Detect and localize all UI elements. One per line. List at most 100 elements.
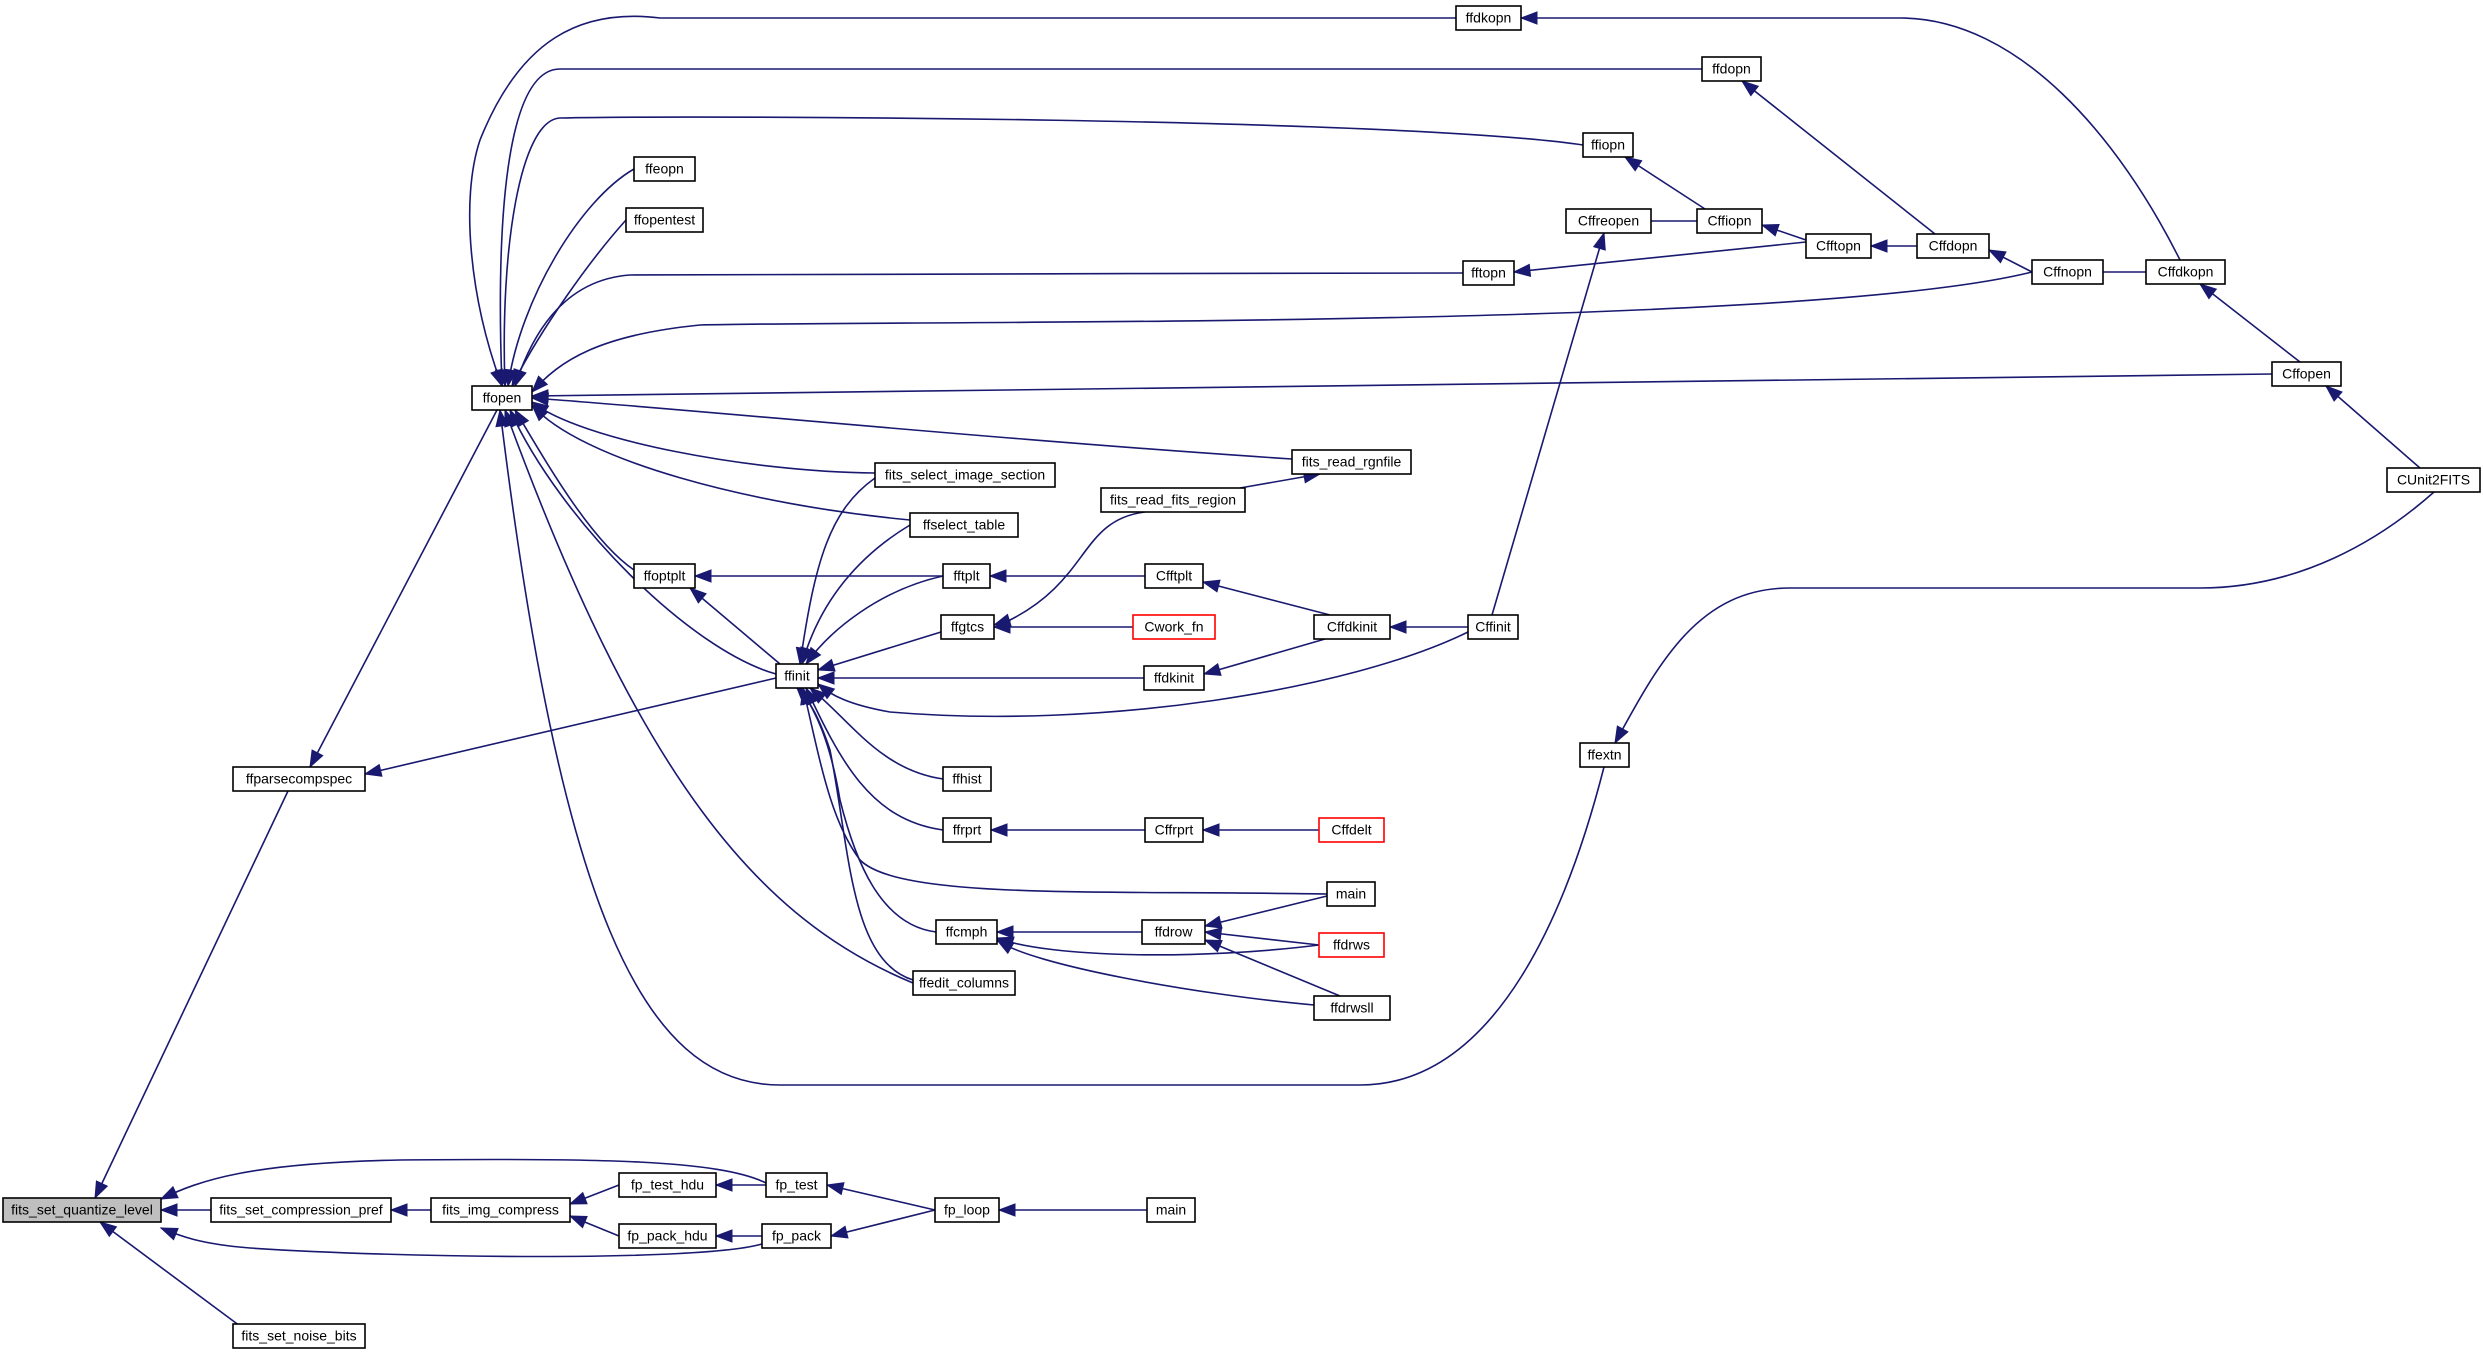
node-Cffreopen[interactable]: Cffreopen bbox=[1565, 208, 1652, 234]
call-edge-ffdrow-to-ffcmph bbox=[995, 925, 1142, 939]
node-ffselect-table[interactable]: ffselect_table bbox=[909, 512, 1019, 538]
node-ffinit[interactable]: ffinit bbox=[775, 663, 819, 689]
node-ffdrow[interactable]: ffdrow bbox=[1141, 919, 1206, 945]
node-Cwork-fn[interactable]: Cwork_fn bbox=[1132, 614, 1216, 640]
node-ffextn[interactable]: ffextn bbox=[1579, 742, 1630, 768]
node-fp-loop[interactable]: fp_loop bbox=[934, 1197, 1000, 1223]
node-fits-read-rgnfile[interactable]: fits_read_rgnfile bbox=[1291, 449, 1412, 475]
node-label: fits_read_rgnfile bbox=[1302, 454, 1402, 470]
arrowhead-icon bbox=[159, 1227, 179, 1241]
call-edge-fftplt-to-ffoptplt bbox=[693, 569, 943, 583]
call-edge-ffdrwsll-to-ffcmph bbox=[995, 939, 1315, 1006]
edge-line bbox=[2199, 283, 2301, 363]
node-ffgtcs[interactable]: ffgtcs bbox=[940, 614, 995, 640]
node-ffeopn[interactable]: ffeopn bbox=[633, 156, 696, 182]
arrowhead-icon bbox=[1388, 620, 1407, 634]
node-fp-test-hdu[interactable]: fp_test_hdu bbox=[618, 1172, 717, 1198]
node-fftplt[interactable]: fftplt bbox=[942, 563, 991, 589]
node-box bbox=[909, 512, 1019, 538]
edge-line bbox=[507, 168, 635, 387]
node-label: ffdopn bbox=[1712, 61, 1751, 77]
arrowhead-icon bbox=[159, 1203, 178, 1217]
edge-line bbox=[509, 409, 777, 675]
call-edge-ffinit-to-ffparsecompspec bbox=[363, 677, 777, 777]
edge-line bbox=[809, 687, 944, 780]
call-edge-fits_img_compress-to-fits_set_compression_pref bbox=[389, 1203, 431, 1217]
node-box bbox=[2271, 361, 2342, 387]
node-ffiopn[interactable]: ffiopn bbox=[1582, 132, 1634, 158]
node-ffcmph[interactable]: ffcmph bbox=[935, 919, 998, 945]
edge-line bbox=[796, 687, 914, 981]
edge-line bbox=[1202, 581, 1331, 616]
arrowhead-icon bbox=[1203, 939, 1223, 953]
node-Cffdopn[interactable]: Cffdopn bbox=[1916, 233, 1990, 259]
node-main-fp[interactable]: main bbox=[1146, 1197, 1196, 1223]
arrowhead-icon bbox=[714, 1178, 733, 1192]
call-edge-ffdkopn-to-ffopen bbox=[468, 15, 1456, 388]
node-Cffinit[interactable]: Cffinit bbox=[1467, 614, 1519, 640]
call-edge-fp_pack_hdu-to-fits_img_compress bbox=[568, 1215, 620, 1237]
node-fftopn[interactable]: fftopn bbox=[1462, 260, 1515, 286]
node-Cfftopn[interactable]: Cfftopn bbox=[1805, 233, 1872, 259]
node-fits-set-compression-pref[interactable]: fits_set_compression_pref bbox=[210, 1197, 392, 1223]
node-fits-select-image-section[interactable]: fits_select_image_section bbox=[874, 462, 1056, 488]
node-ffhist[interactable]: ffhist bbox=[942, 766, 992, 792]
node-main-ffinit[interactable]: main bbox=[1326, 881, 1376, 907]
edge-line bbox=[1204, 895, 1328, 927]
node-fits-read-fits-region[interactable]: fits_read_fits_region bbox=[1100, 487, 1246, 513]
node-box bbox=[1696, 208, 1763, 234]
node-Cffrprt[interactable]: Cffrprt bbox=[1144, 817, 1204, 843]
edge-line bbox=[1614, 491, 2435, 744]
node-ffparsecompspec[interactable]: ffparsecompspec bbox=[232, 766, 366, 792]
node-fits-set-quantize-level[interactable]: fits_set_quantize_level bbox=[2, 1197, 162, 1223]
node-Cfftplt[interactable]: Cfftplt bbox=[1144, 563, 1204, 589]
node-ffopen[interactable]: ffopen bbox=[471, 385, 533, 411]
node-fp-pack[interactable]: fp_pack bbox=[761, 1223, 832, 1249]
arrowhead-icon bbox=[1869, 239, 1888, 253]
node-label: main bbox=[1156, 1202, 1186, 1218]
node-Cffiopn[interactable]: Cffiopn bbox=[1696, 208, 1763, 234]
node-CUnit2FITS[interactable]: CUnit2FITS bbox=[2386, 467, 2481, 493]
node-fp-pack-hdu[interactable]: fp_pack_hdu bbox=[618, 1223, 717, 1249]
node-ffrprt[interactable]: ffrprt bbox=[942, 817, 992, 843]
node-label: fp_pack_hdu bbox=[627, 1228, 707, 1244]
node-label: ffopentest bbox=[634, 212, 695, 228]
call-edge-Cffopen-to-ffopen bbox=[530, 373, 2273, 403]
node-label: fits_set_noise_bits bbox=[241, 1328, 356, 1344]
edge-line bbox=[504, 409, 914, 984]
call-edge-ffoptplt-to-ffopen bbox=[514, 408, 635, 571]
call-edge-Cffdopn-to-ffdopn bbox=[1740, 80, 1936, 235]
node-ffdopn[interactable]: ffdopn bbox=[1701, 56, 1762, 82]
node-ffedit-columns[interactable]: ffedit_columns bbox=[912, 970, 1016, 996]
node-fits-img-compress[interactable]: fits_img_compress bbox=[430, 1197, 571, 1223]
arrowhead-icon bbox=[1623, 156, 1643, 172]
node-label: ffextn bbox=[1588, 747, 1622, 763]
node-ffdkinit[interactable]: ffdkinit bbox=[1143, 665, 1205, 691]
node-box bbox=[633, 563, 696, 589]
node-Cffnopn[interactable]: Cffnopn bbox=[2031, 259, 2104, 285]
node-fp-test[interactable]: fp_test bbox=[765, 1172, 828, 1198]
arrowhead-icon bbox=[1202, 662, 1222, 676]
node-box bbox=[625, 207, 704, 233]
edge-line bbox=[817, 631, 942, 671]
arrowhead-icon bbox=[495, 408, 509, 428]
node-ffdkopn[interactable]: ffdkopn bbox=[1455, 5, 1522, 31]
edge-line bbox=[160, 1227, 763, 1258]
node-ffoptplt[interactable]: ffoptplt bbox=[633, 563, 696, 589]
arrowhead-icon bbox=[816, 658, 836, 672]
edge-line bbox=[364, 677, 777, 775]
node-box bbox=[2145, 259, 2226, 285]
node-box bbox=[1313, 614, 1391, 640]
node-Cffdkopn[interactable]: Cffdkopn bbox=[2145, 259, 2226, 285]
node-fits-set-noise-bits[interactable]: fits_set_noise_bits bbox=[232, 1323, 366, 1349]
call-edge-Cffdopn-to-Cfftopn bbox=[1869, 239, 1917, 253]
node-ffdrwsll[interactable]: ffdrwsll bbox=[1313, 995, 1391, 1021]
node-label: Cfftopn bbox=[1816, 238, 1861, 254]
node-Cffopen[interactable]: Cffopen bbox=[2271, 361, 2342, 387]
node-ffopentest[interactable]: ffopentest bbox=[625, 207, 704, 233]
node-Cffdelt[interactable]: Cffdelt bbox=[1318, 817, 1385, 843]
arrowhead-icon bbox=[714, 1229, 733, 1243]
node-Cffdkinit[interactable]: Cffdkinit bbox=[1313, 614, 1391, 640]
arrowhead-icon bbox=[796, 686, 814, 705]
node-ffdrws[interactable]: ffdrws bbox=[1318, 932, 1385, 958]
